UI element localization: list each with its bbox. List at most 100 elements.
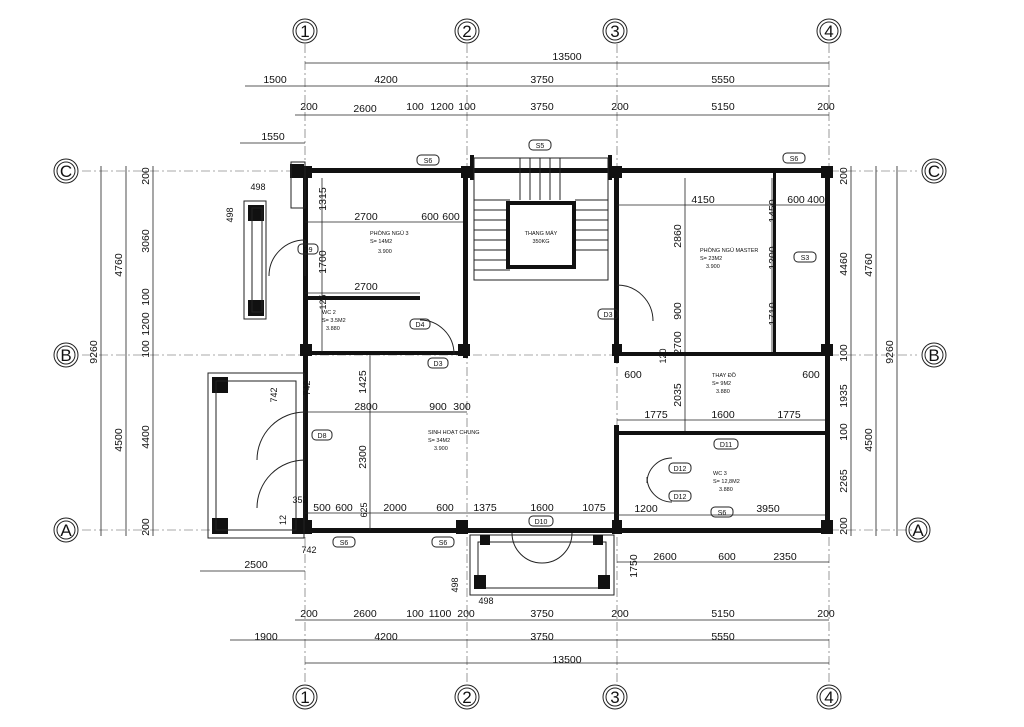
svg-text:2265: 2265 (838, 469, 850, 493)
svg-text:1600: 1600 (530, 502, 554, 514)
svg-text:498: 498 (478, 596, 493, 606)
svg-text:498: 498 (250, 182, 265, 192)
svg-text:200: 200 (611, 101, 629, 113)
tag-d12-b: D12 (668, 490, 692, 502)
svg-text:D3: D3 (604, 312, 613, 319)
svg-text:4: 4 (824, 22, 833, 41)
room-dressing: THAY ĐỒ S= 9M2 3.880 (712, 372, 737, 395)
svg-text:S6: S6 (790, 156, 799, 163)
room-wc3: WC 3 S= 12,8M2 3.880 (713, 471, 740, 493)
axis-bubble-2-top: 2 (454, 18, 480, 44)
tag-s6-top-left: S6 (416, 154, 440, 166)
tag-s5: S5 (528, 139, 552, 151)
svg-text:1935: 1935 (838, 384, 850, 408)
interior-dimension-lines (305, 178, 825, 530)
svg-text:S= 23M2: S= 23M2 (700, 256, 722, 262)
svg-text:3950: 3950 (756, 503, 780, 515)
svg-text:3750: 3750 (530, 608, 554, 620)
right-dimension-chains: 200 4460 100 1935 100 2265 200 4760 4500… (838, 166, 898, 536)
svg-text:200: 200 (838, 167, 850, 185)
svg-text:3750: 3750 (530, 101, 554, 113)
svg-text:100: 100 (406, 608, 424, 620)
svg-text:3.900: 3.900 (706, 264, 720, 270)
svg-text:S= 14M2: S= 14M2 (370, 239, 392, 245)
svg-text:3.900: 3.900 (434, 446, 448, 452)
axis-bubble-B-right: B (921, 342, 947, 368)
svg-text:D9: D9 (304, 247, 313, 254)
svg-text:200: 200 (140, 518, 152, 536)
dim-top-overall: 13500 (552, 51, 581, 63)
svg-text:SINH HOẠT CHUNG: SINH HOẠT CHUNG (428, 430, 480, 436)
axis-bubble-C-right: C (921, 158, 947, 184)
svg-text:600: 600 (421, 211, 439, 223)
svg-text:625: 625 (359, 502, 369, 517)
doors (256, 239, 673, 564)
svg-text:1450: 1450 (767, 199, 779, 223)
svg-text:1200: 1200 (767, 246, 779, 270)
elevator-capacity: 350KG (532, 239, 549, 245)
svg-text:THAY ĐỒ: THAY ĐỒ (712, 372, 737, 379)
svg-text:300: 300 (453, 401, 471, 413)
svg-text:S3: S3 (801, 255, 810, 262)
svg-text:4760: 4760 (863, 253, 875, 277)
svg-text:742: 742 (301, 545, 316, 555)
svg-text:1710: 1710 (767, 302, 779, 326)
tag-s6-top-right: S6 (782, 152, 806, 164)
svg-text:2600: 2600 (353, 608, 377, 620)
svg-text:PHÒNG NGỦ MASTER: PHÒNG NGỦ MASTER (700, 247, 758, 254)
svg-text:200: 200 (838, 517, 850, 535)
svg-text:125: 125 (318, 294, 328, 309)
svg-text:4200: 4200 (374, 631, 398, 643)
room-bed3: PHÒNG NGỦ 3 S= 14M2 3.900 (370, 230, 409, 255)
tag-d11: D11 (713, 438, 739, 450)
svg-text:9260: 9260 (88, 340, 100, 364)
svg-text:1200: 1200 (140, 312, 152, 336)
svg-text:WC 3: WC 3 (713, 471, 727, 477)
tag-d9: D9 (297, 243, 319, 255)
svg-text:4500: 4500 (863, 428, 875, 452)
svg-text:2860: 2860 (672, 224, 684, 248)
svg-text:1775: 1775 (644, 409, 668, 421)
axis-bubble-C-left: C (53, 158, 79, 184)
axis-bubble-A-left: A (53, 517, 79, 543)
staircase (473, 157, 609, 281)
svg-text:C: C (928, 162, 940, 181)
svg-text:1750: 1750 (628, 554, 640, 578)
svg-text:200: 200 (457, 608, 475, 620)
svg-text:100: 100 (406, 101, 424, 113)
svg-text:2700: 2700 (354, 211, 378, 223)
svg-text:1900: 1900 (254, 631, 278, 643)
svg-text:2350: 2350 (773, 551, 797, 563)
door-window-tags: S6 S5 S6 S3 D9 D4 D3 D3 D8 D11 D12 D12 S… (297, 139, 817, 548)
axis-bubble-B-left: B (53, 342, 79, 368)
svg-text:D11: D11 (720, 442, 732, 449)
svg-text:600: 600 (436, 502, 454, 514)
svg-text:2: 2 (462, 22, 471, 41)
svg-text:3: 3 (610, 688, 619, 707)
svg-text:2700: 2700 (672, 331, 684, 355)
svg-text:1: 1 (300, 22, 309, 41)
svg-text:900: 900 (672, 302, 684, 320)
svg-text:12: 12 (278, 515, 288, 525)
tag-s6-bottom-1: S6 (332, 536, 356, 548)
svg-text:3.900: 3.900 (378, 249, 392, 255)
svg-text:1375: 1375 (473, 502, 497, 514)
tag-d8: D8 (311, 429, 333, 441)
svg-text:4200: 4200 (374, 74, 398, 86)
svg-text:D12: D12 (674, 466, 687, 473)
svg-text:WC 2: WC 2 (322, 310, 336, 316)
svg-text:100: 100 (140, 340, 152, 358)
svg-text:1200: 1200 (430, 101, 454, 113)
svg-text:1: 1 (300, 688, 309, 707)
svg-text:100: 100 (140, 288, 152, 306)
svg-text:4500: 4500 (113, 428, 125, 452)
svg-text:S= 9M2: S= 9M2 (712, 381, 731, 387)
svg-text:D12: D12 (674, 494, 687, 501)
svg-text:1075: 1075 (582, 502, 606, 514)
axis-bubble-3-top: 3 (602, 18, 628, 44)
svg-text:1775: 1775 (777, 409, 801, 421)
svg-text:D3: D3 (434, 361, 443, 368)
svg-text:A: A (60, 521, 72, 540)
room-living: SINH HOẠT CHUNG S= 34M2 3.900 (428, 430, 480, 452)
